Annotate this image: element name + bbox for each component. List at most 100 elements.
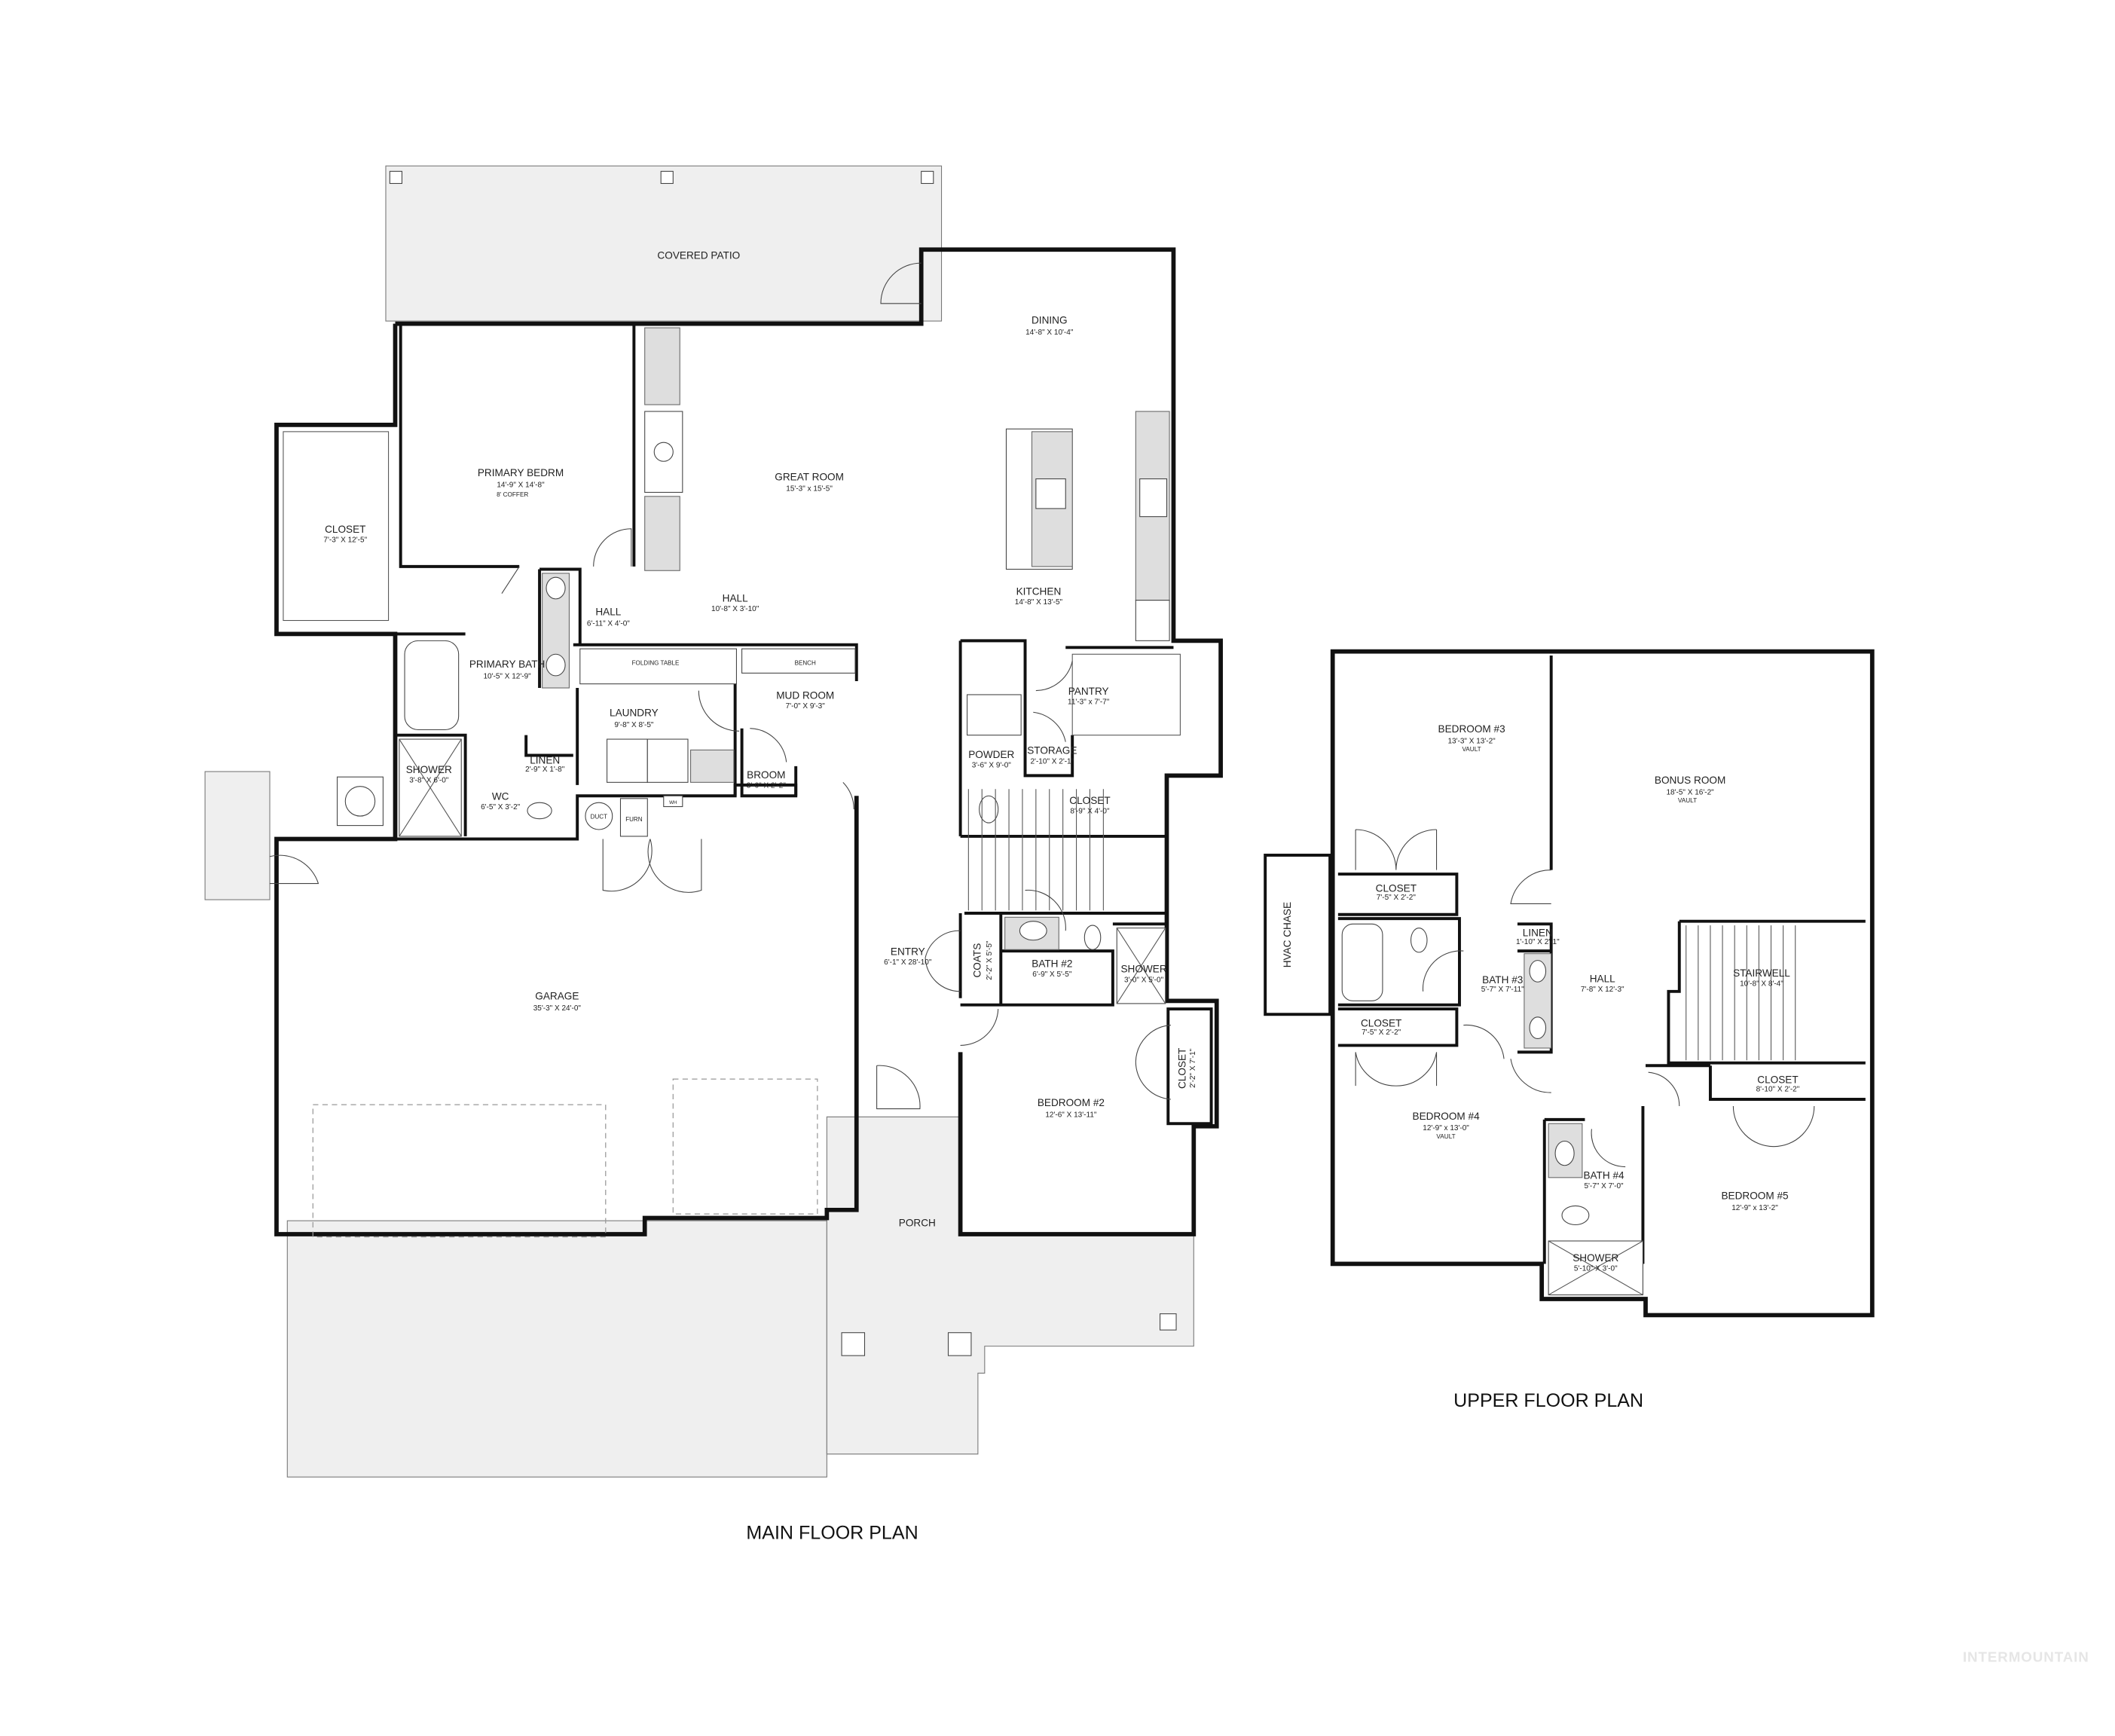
room-label: HALL: [595, 606, 621, 617]
room-dims: 10'-8" X 3'-10": [711, 605, 760, 613]
room-label: SHOWER: [406, 764, 452, 775]
refrigerator: [1135, 600, 1170, 641]
washer: [607, 738, 648, 783]
exterior-wall: [274, 247, 1223, 1236]
parking-stall: [672, 1078, 818, 1215]
room-dims: 6'-11" X 4'-0": [587, 620, 630, 628]
built-in-cabinet: [644, 327, 680, 405]
room-note: VAULT: [1678, 797, 1697, 804]
room-label: GREAT ROOM: [775, 471, 844, 482]
room-label: BATH #2: [1032, 958, 1072, 970]
closet-wall: [1166, 1007, 1213, 1126]
room-label: MUD ROOM: [776, 689, 834, 701]
room-label: BATH #4: [1583, 1170, 1624, 1181]
toilet-icon: [1410, 928, 1428, 953]
dryer: [646, 738, 689, 783]
room-dims: 3'-8" X 6'-0": [409, 776, 449, 784]
room-note: VAULT: [1436, 1133, 1455, 1140]
room-dims: 5'-7" X 7'-0": [1584, 1182, 1624, 1190]
room-label: BROOM: [747, 769, 785, 781]
sink-icon: [1019, 921, 1047, 941]
toilet-icon: [1561, 1205, 1590, 1226]
powder-sink: [967, 694, 1022, 736]
porch-column: [947, 1332, 972, 1356]
room-dims: 2'-2" X 7'-1": [1189, 1048, 1197, 1088]
door-swing: [1355, 829, 1815, 1168]
room-label: BEDROOM #3: [1438, 723, 1505, 735]
pantry-shelf: [1071, 653, 1181, 736]
patio-column: [921, 170, 934, 185]
room-dims: 14'-8" X 10'-4": [1025, 329, 1074, 337]
room-dims: 12'-9" x 13'-0": [1423, 1124, 1469, 1132]
driveway: [286, 1220, 827, 1478]
upper-floor-title: UPPER FLOOR PLAN: [1453, 1390, 1643, 1411]
room-label: HALL: [723, 592, 748, 604]
room-label: BEDROOM #4: [1413, 1111, 1481, 1122]
room-dims: 7'-8" X 12'-3": [1581, 986, 1624, 994]
bath-vanity: [1548, 1123, 1583, 1178]
room-dims: 2'-10" X 2'-1": [1030, 757, 1074, 766]
room-note: 8' COFFER: [497, 491, 528, 498]
shower-cross: [1116, 928, 1166, 1004]
room-note: VAULT: [1462, 746, 1481, 753]
room-label: COATS: [971, 943, 983, 978]
room-label: CLOSET: [1069, 795, 1110, 806]
room-dims: 14'-9" X 14'-8": [497, 481, 545, 489]
upper-stairs: [1686, 925, 1796, 1061]
room-label: STORAGE: [1027, 745, 1077, 756]
room-dims: 1'-10" X 2'-1": [1516, 938, 1560, 946]
room-label: CLOSET: [325, 524, 365, 535]
room-label: CLOSET: [1757, 1074, 1798, 1086]
room-dims: 6'-5" X 3'-2": [481, 803, 521, 811]
room-label: PRIMARY BATH: [469, 659, 545, 670]
toilet-icon: [979, 795, 999, 824]
water-heater: [663, 795, 683, 808]
main-floor-title: MAIN FLOOR PLAN: [746, 1523, 918, 1544]
closet-shelf: [283, 431, 390, 622]
room-label: CLOSET: [1376, 882, 1417, 894]
room-label: BEDROOM #5: [1721, 1190, 1788, 1201]
room-label: STAIRWELL: [1733, 967, 1790, 979]
room-label: WC: [492, 791, 509, 802]
room-dims: 6'-9" X 5'-5": [1032, 970, 1072, 979]
room-label: CLOSET: [1361, 1017, 1401, 1028]
room-dims: 2'-9" X 1'-8": [525, 766, 565, 774]
room-label: BATH #3: [1482, 974, 1523, 986]
room-dims: 12'-6" X 13'-11": [1045, 1111, 1097, 1119]
shower-cross: [1548, 1240, 1643, 1296]
furnace: [619, 798, 648, 837]
room-dims: 14'-8" X 13'-5": [1015, 598, 1063, 607]
room-dims: 8'-10" X 2'-2": [1756, 1085, 1800, 1093]
room-dims: 3'-0" X 5'-0": [1124, 976, 1164, 984]
room-label: PORCH: [899, 1217, 936, 1228]
room-dims: 6'-1" X 28'-10": [884, 958, 932, 967]
folding-table: [579, 648, 737, 685]
upper-floor-plan: BEDROOM #3 13'-3" X 13'-2" VAULT BONUS R…: [1264, 649, 1875, 1411]
sink-icon: [1529, 960, 1547, 983]
room-label: LAUNDRY: [610, 708, 659, 719]
room-label: HVAC CHASE: [1282, 902, 1293, 967]
sink-icon: [1554, 1140, 1575, 1166]
shower-cross: [399, 738, 462, 837]
room-dims: 7'-3" X 12'-5": [323, 536, 367, 545]
fixture-label: WH: [669, 800, 677, 805]
fixture-label: DUCT: [591, 814, 607, 821]
room-dims: 7'-5" X 2'-2": [1362, 1028, 1401, 1037]
porch-slab: [826, 1116, 1194, 1455]
room-dims: 3'-6" X 9'-0": [972, 762, 1012, 770]
room-dims: 15'-3" x 15'-5": [786, 485, 833, 494]
porch-column: [1160, 1313, 1177, 1331]
built-in-cabinet: [644, 496, 680, 571]
room-dims: 5'-7" X 7'-11": [1481, 986, 1524, 994]
room-label: PANTRY: [1068, 686, 1109, 697]
duct-icon: [585, 802, 613, 830]
room-dims: 5'-10" X 3'-0": [1574, 1264, 1618, 1273]
room-dims: 10'-8" X 8'-4": [1740, 980, 1783, 989]
watermark-logo: INTERMOUNTAIN: [1963, 1649, 2089, 1665]
sink-icon: [1529, 1016, 1547, 1039]
sink-icon: [546, 653, 566, 677]
room-dims: 7'-0" X 9'-3": [786, 702, 826, 711]
hot-tub-pad: [204, 771, 270, 900]
room-dims: 9'-8" X 8'-5": [614, 721, 654, 729]
room-dims: 7'-5" X 2'-2": [1377, 894, 1417, 902]
